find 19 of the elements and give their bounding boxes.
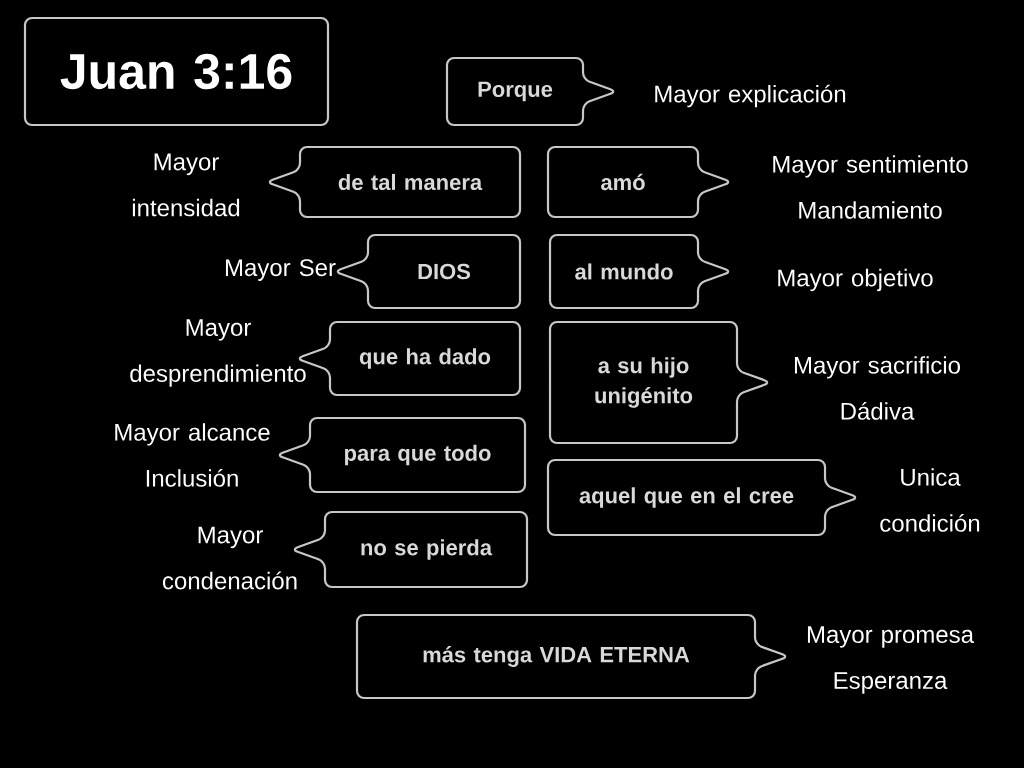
callout-box: de tal manera	[268, 145, 522, 219]
side-note: Mayor sacrificio Dádiva	[794, 356, 960, 420]
callout-box: más tenga VIDA ETERNA	[355, 613, 787, 700]
callout-box: al mundo	[548, 233, 730, 310]
side-note: Unica condición	[880, 468, 980, 532]
side-note: Mayor sentimiento Mandamiento	[773, 155, 968, 219]
title-box: Juan 3:16	[23, 16, 330, 127]
callout-box: a su hijo unigénito	[548, 320, 769, 445]
callout-box: DIOS	[336, 233, 522, 310]
callout-box: Porque	[445, 56, 615, 127]
callout-box: aquel que en el cree	[546, 458, 857, 537]
callout-box: para que todo	[278, 416, 527, 494]
side-note: Mayor alcance Inclusión	[115, 423, 270, 487]
callout-box: amó	[546, 145, 730, 219]
side-note: Mayor explicación	[655, 84, 846, 108]
side-note: Mayor objetivo	[778, 268, 933, 292]
side-note: Mayor Ser	[225, 259, 336, 281]
side-note: Mayor promesa Esperanza	[807, 626, 974, 694]
side-note: Mayor intensidad	[132, 153, 240, 217]
